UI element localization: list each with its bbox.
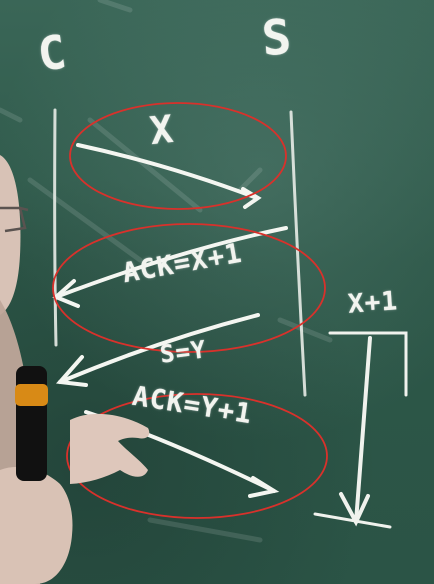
annotation-circle-3 <box>66 393 328 519</box>
annotation-circle-1 <box>69 102 287 210</box>
side-bracket <box>328 331 408 397</box>
segment-3-label: S=Y <box>158 335 208 369</box>
client-timeline <box>53 108 58 347</box>
speaker-head <box>0 155 21 315</box>
arrowhead-1 <box>241 187 262 209</box>
segment-1-label: X <box>147 106 177 154</box>
holding-hand <box>0 466 73 584</box>
arrow-segment-3 <box>58 313 260 384</box>
side-label: X+1 <box>347 286 399 320</box>
eyeglasses <box>0 206 29 233</box>
arrowhead-3 <box>55 355 88 387</box>
down-arrow-line <box>354 336 372 524</box>
baseline-stroke <box>313 512 392 529</box>
server-label: S <box>259 8 295 68</box>
marker-pen <box>16 366 47 481</box>
pointing-hand <box>70 413 150 484</box>
arrowhead-2 <box>52 279 80 308</box>
annotation-circle-2 <box>52 223 326 353</box>
marker-pen-band <box>15 384 48 406</box>
arrow-segment-1 <box>76 143 259 200</box>
arrowhead-4 <box>248 476 280 498</box>
server-timeline <box>289 110 307 397</box>
erased-chalk-marks <box>0 0 333 543</box>
